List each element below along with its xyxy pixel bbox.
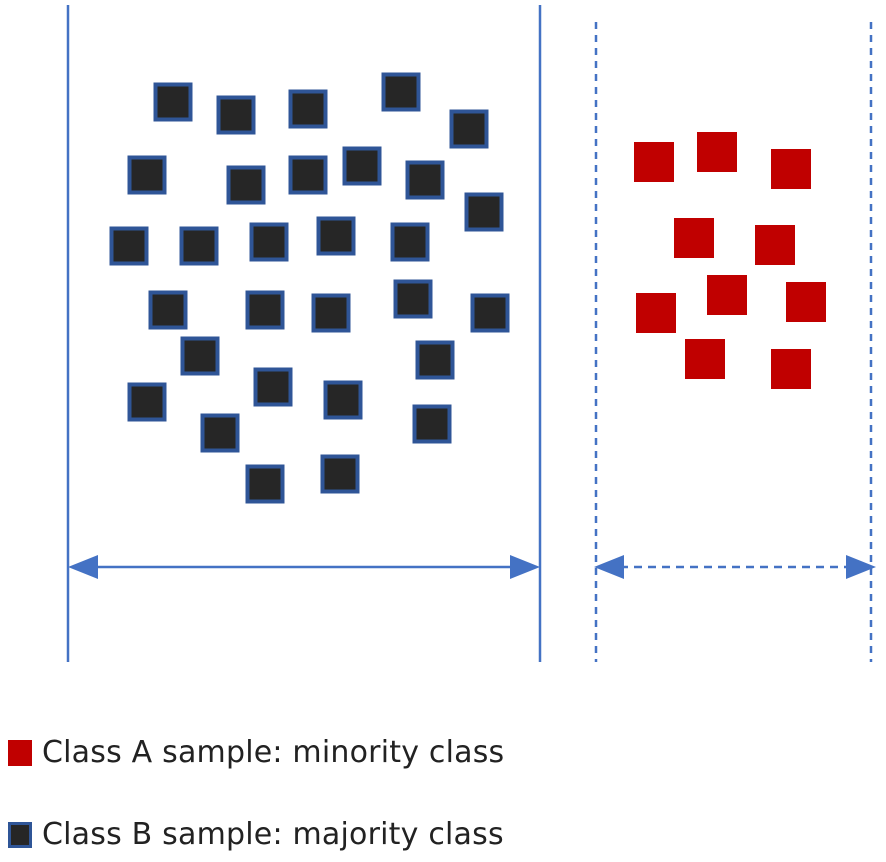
class-b-sample [449, 109, 489, 149]
class-b-sample [323, 380, 363, 420]
minority-samples [634, 132, 826, 389]
class-b-sample [109, 226, 149, 266]
class-b-sample [464, 192, 504, 232]
class-b-sample [148, 290, 188, 330]
class-b-sample [200, 413, 240, 453]
class-b-sample [390, 222, 430, 262]
class-b-sample [288, 89, 328, 129]
class-b-sample [245, 290, 285, 330]
minority-arrowhead-right [846, 555, 876, 579]
class-b-sample [127, 155, 167, 195]
majority-class-region [66, 5, 542, 662]
class-a-sample [786, 282, 826, 322]
class-b-sample [180, 336, 220, 376]
class-a-sample [771, 349, 811, 389]
class-a-sample [636, 293, 676, 333]
class-b-sample [415, 340, 455, 380]
class-a-swatch-icon [8, 739, 32, 766]
class-a-sample [755, 225, 795, 265]
legend-item-class-b: Class B sample: majority class [8, 817, 504, 852]
class-b-sample [253, 367, 293, 407]
class-b-sample [245, 464, 285, 504]
class-b-sample [470, 293, 510, 333]
minority-class-region [594, 22, 876, 662]
class-b-sample [316, 216, 356, 256]
class-b-sample [405, 160, 445, 200]
class-b-sample [311, 293, 351, 333]
legend-label-class-b: Class B sample: majority class [42, 817, 504, 852]
class-b-sample [153, 82, 193, 122]
minority-arrowhead-left [594, 555, 624, 579]
class-a-sample [771, 149, 811, 189]
class-a-sample [707, 275, 747, 315]
legend-item-class-a: Class A sample: minority class [8, 735, 504, 770]
majority-arrowhead-left [68, 555, 98, 579]
class-a-sample [685, 339, 725, 379]
class-a-sample [634, 142, 674, 182]
class-b-sample [393, 279, 433, 319]
class-a-sample [674, 218, 714, 258]
class-a-sample [697, 132, 737, 172]
class-b-sample [342, 146, 382, 186]
class-b-sample [412, 404, 452, 444]
majority-arrowhead-right [510, 555, 540, 579]
class-b-swatch-icon [8, 821, 32, 848]
class-b-sample [127, 382, 167, 422]
imbalance-diagram [66, 5, 876, 662]
class-b-sample [216, 95, 256, 135]
class-b-sample [288, 155, 328, 195]
class-b-sample [249, 222, 289, 262]
class-b-sample [320, 454, 360, 494]
class-b-sample [226, 165, 266, 205]
majority-samples [109, 72, 510, 504]
class-b-sample [179, 226, 219, 266]
class-b-sample [381, 72, 421, 112]
legend-label-class-a: Class A sample: minority class [42, 735, 505, 770]
